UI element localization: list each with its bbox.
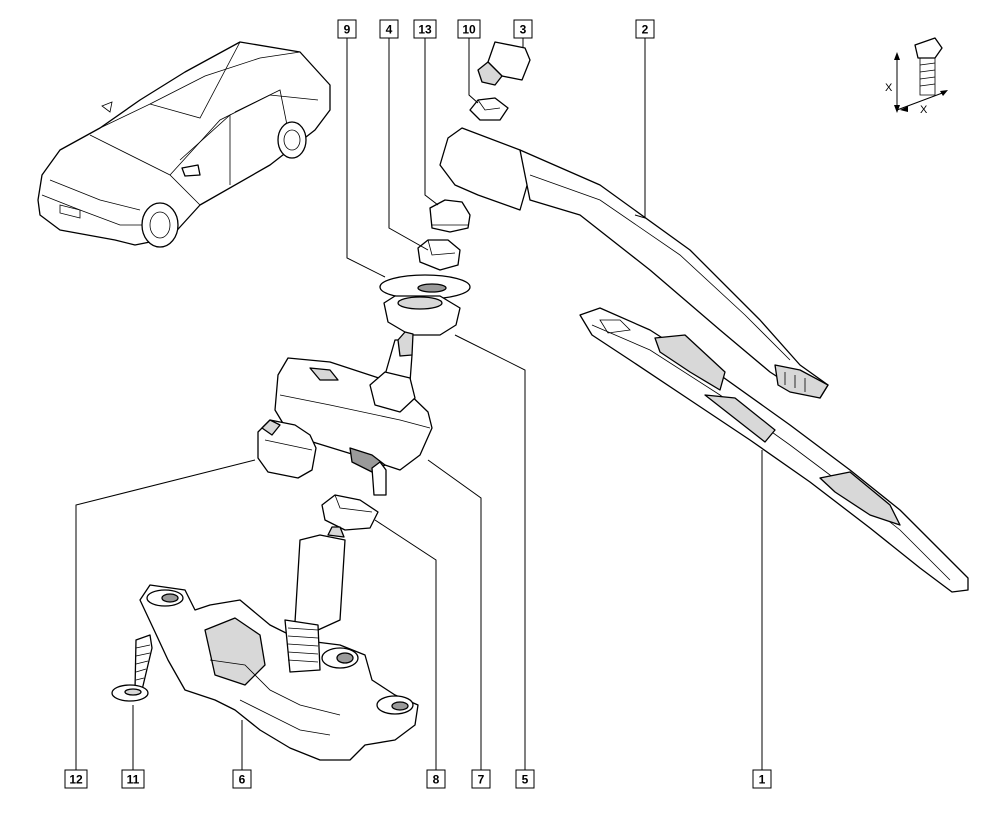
axis-label-vertical: X <box>885 82 893 94</box>
part-8-nut <box>321 494 379 531</box>
callout-label: 4 <box>386 23 393 37</box>
callout-label: 3 <box>520 23 527 37</box>
vehicle-thumbnail <box>37 41 331 248</box>
part-9-washer <box>379 274 471 300</box>
callout-6: 6 <box>232 769 252 789</box>
callout-3: 3 <box>513 19 533 39</box>
callout-7: 7 <box>471 769 491 789</box>
part-4-nut <box>417 239 461 271</box>
part-2-wiper-arm <box>439 127 829 399</box>
callout-2: 2 <box>635 19 655 39</box>
callout-label: 11 <box>127 773 140 787</box>
callout-1: 1 <box>752 769 772 789</box>
part-13-cover <box>429 199 471 233</box>
callout-10: 10 <box>457 19 481 39</box>
callout-label: 8 <box>433 773 440 787</box>
callout-label: 7 <box>478 773 485 787</box>
callout-label: 6 <box>239 773 246 787</box>
callout-label: 1 <box>759 773 766 787</box>
part-6-wiper-motor <box>139 526 419 761</box>
callout-9: 9 <box>337 19 357 39</box>
part-7-mount <box>274 331 433 496</box>
callout-label: 5 <box>522 773 529 787</box>
callout-11: 11 <box>121 769 145 789</box>
callout-8: 8 <box>426 769 446 789</box>
callout-label: 2 <box>642 23 649 37</box>
callout-label: 10 <box>462 23 476 37</box>
callout-5: 5 <box>515 769 535 789</box>
tightening-symbol-icon: X X <box>885 37 948 116</box>
callout-label: 12 <box>69 773 83 787</box>
callout-label: 9 <box>344 23 351 37</box>
axis-label-horizontal: X <box>920 104 928 116</box>
callout-12: 12 <box>64 769 88 789</box>
part-11-screw <box>111 634 153 702</box>
callout-13: 13 <box>413 19 437 39</box>
part-1-wiper-blade <box>579 307 969 593</box>
callout-4: 4 <box>379 19 399 39</box>
part-12-clip <box>257 419 317 479</box>
part-5-grommet <box>383 295 461 336</box>
part-3-arm-cap <box>477 41 531 86</box>
callout-label: 13 <box>418 23 432 37</box>
part-10-nut <box>469 97 509 121</box>
leader-lines <box>75 38 763 770</box>
